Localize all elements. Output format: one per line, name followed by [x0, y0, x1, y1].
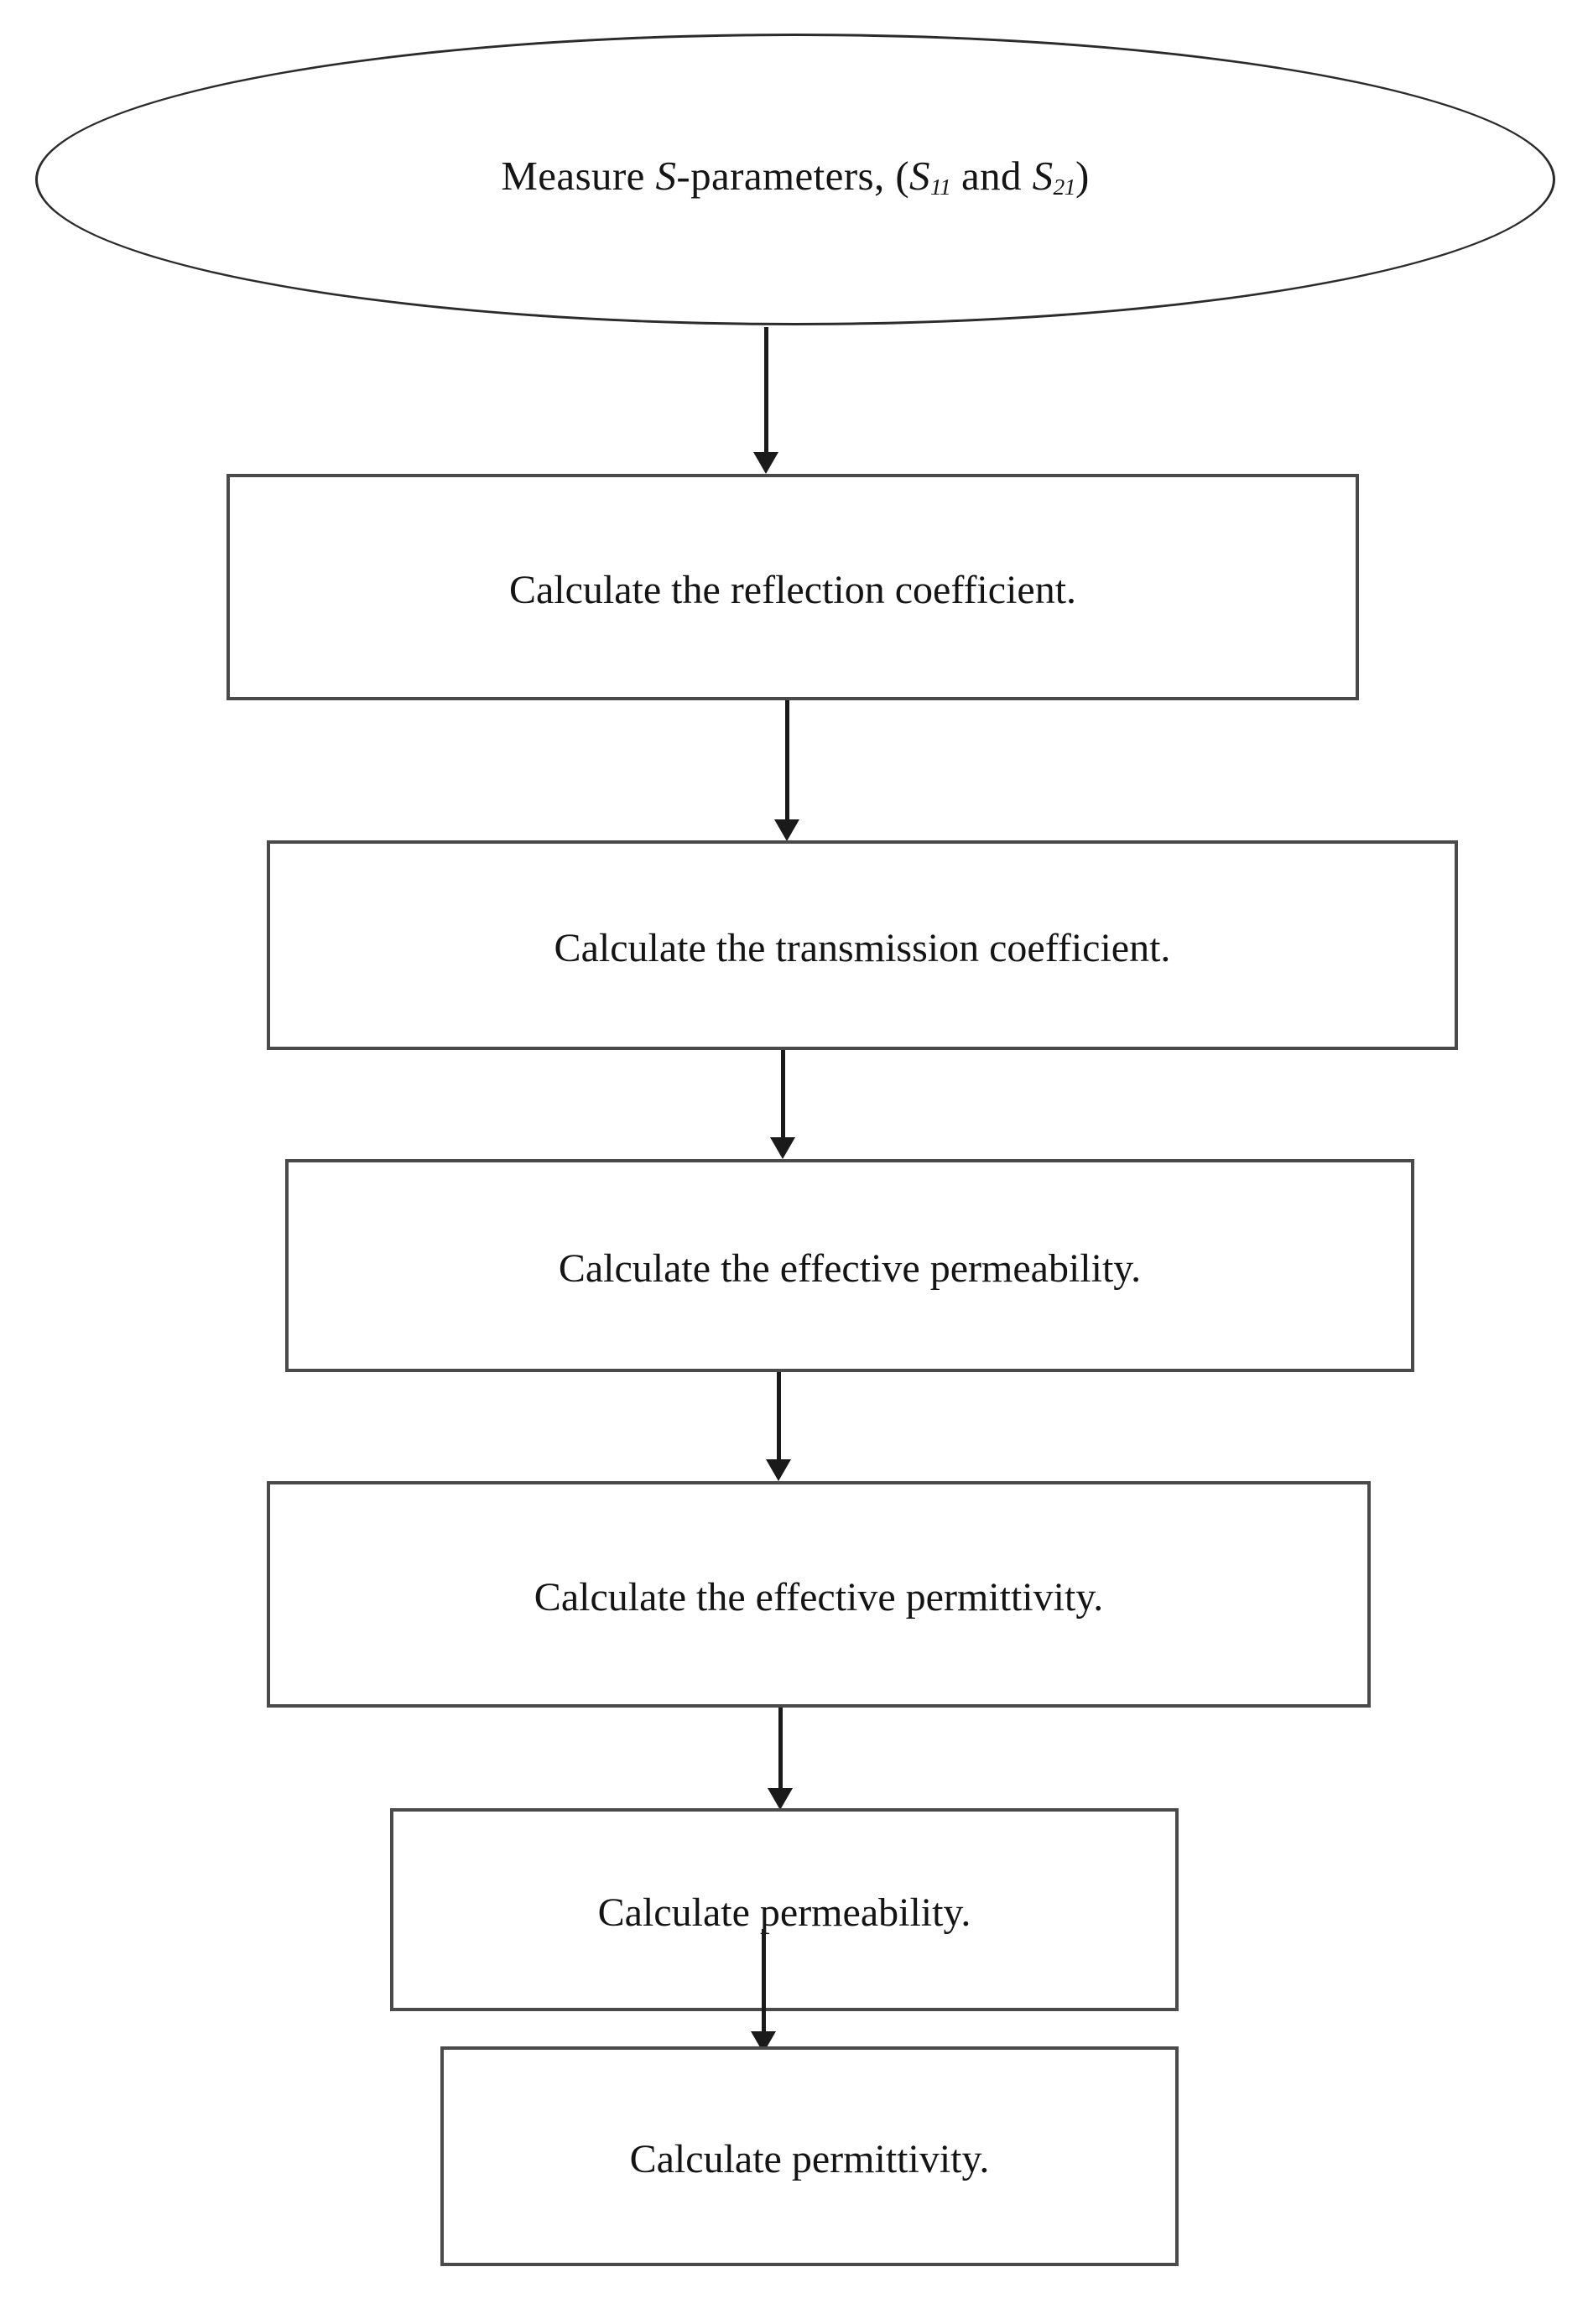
measure-suffix-text: ): [1075, 153, 1090, 200]
s11-subscript: 11: [929, 174, 951, 200]
flowchart-node-calculate-effective-permittivity[interactable]: Calculate the effective permittivity.: [267, 1481, 1371, 1708]
s11-symbol: S: [909, 153, 930, 200]
arrow-shaft: [776, 1372, 781, 1459]
measure-mid-text: -parameters, (: [676, 153, 910, 200]
arrow-shaft: [778, 1708, 783, 1788]
arrow-shaft: [780, 1050, 785, 1137]
flowchart-node-calculate-effective-permeability[interactable]: Calculate the effective permeability.: [285, 1159, 1414, 1372]
arrow-shaft: [784, 700, 789, 819]
arrow-shaft: [763, 327, 768, 452]
arrow-head-icon: [774, 819, 799, 841]
arrow-head-icon: [753, 452, 778, 474]
s21-subscript: 21: [1053, 174, 1076, 200]
arrow-head-icon: [766, 1459, 791, 1481]
flowchart-node-calculate-transmission-coefficient[interactable]: Calculate the transmission coefficient.: [267, 840, 1458, 1050]
measure-and-text: and: [950, 153, 1033, 200]
flowchart-node-label: Calculate the effective permittivity.: [534, 1575, 1104, 1620]
s21-symbol: S: [1032, 153, 1054, 200]
flowchart-node-calculate-reflection-coefficient[interactable]: Calculate the reflection coefficient.: [226, 474, 1359, 700]
flowchart-node-label: Calculate permittivity.: [629, 2137, 990, 2182]
arrow-shaft: [761, 1929, 766, 2031]
flowchart-node-label: Measure S-parameters, (S11 and S21): [501, 153, 1090, 200]
flowchart-node-calculate-permittivity[interactable]: Calculate permittivity.: [440, 2046, 1179, 2266]
arrow-head-icon: [770, 1137, 795, 1159]
measure-prefix-text: Measure: [501, 153, 656, 200]
flowchart-node-label: Calculate the effective permeability.: [558, 1246, 1142, 1292]
flowchart-node-label: Calculate permeability.: [597, 1890, 971, 1936]
flowchart-node-calculate-permeability[interactable]: Calculate permeability.: [390, 1808, 1179, 2011]
flowchart-node-label: Calculate the reflection coefficient.: [508, 568, 1077, 613]
arrow-head-icon: [768, 1788, 793, 1810]
flowchart-node-measure-s-parameters[interactable]: Measure S-parameters, (S11 and S21): [35, 34, 1555, 325]
s-parameter-symbol: S: [655, 153, 677, 200]
flowchart-node-label: Calculate the transmission coefficient.: [554, 926, 1171, 971]
